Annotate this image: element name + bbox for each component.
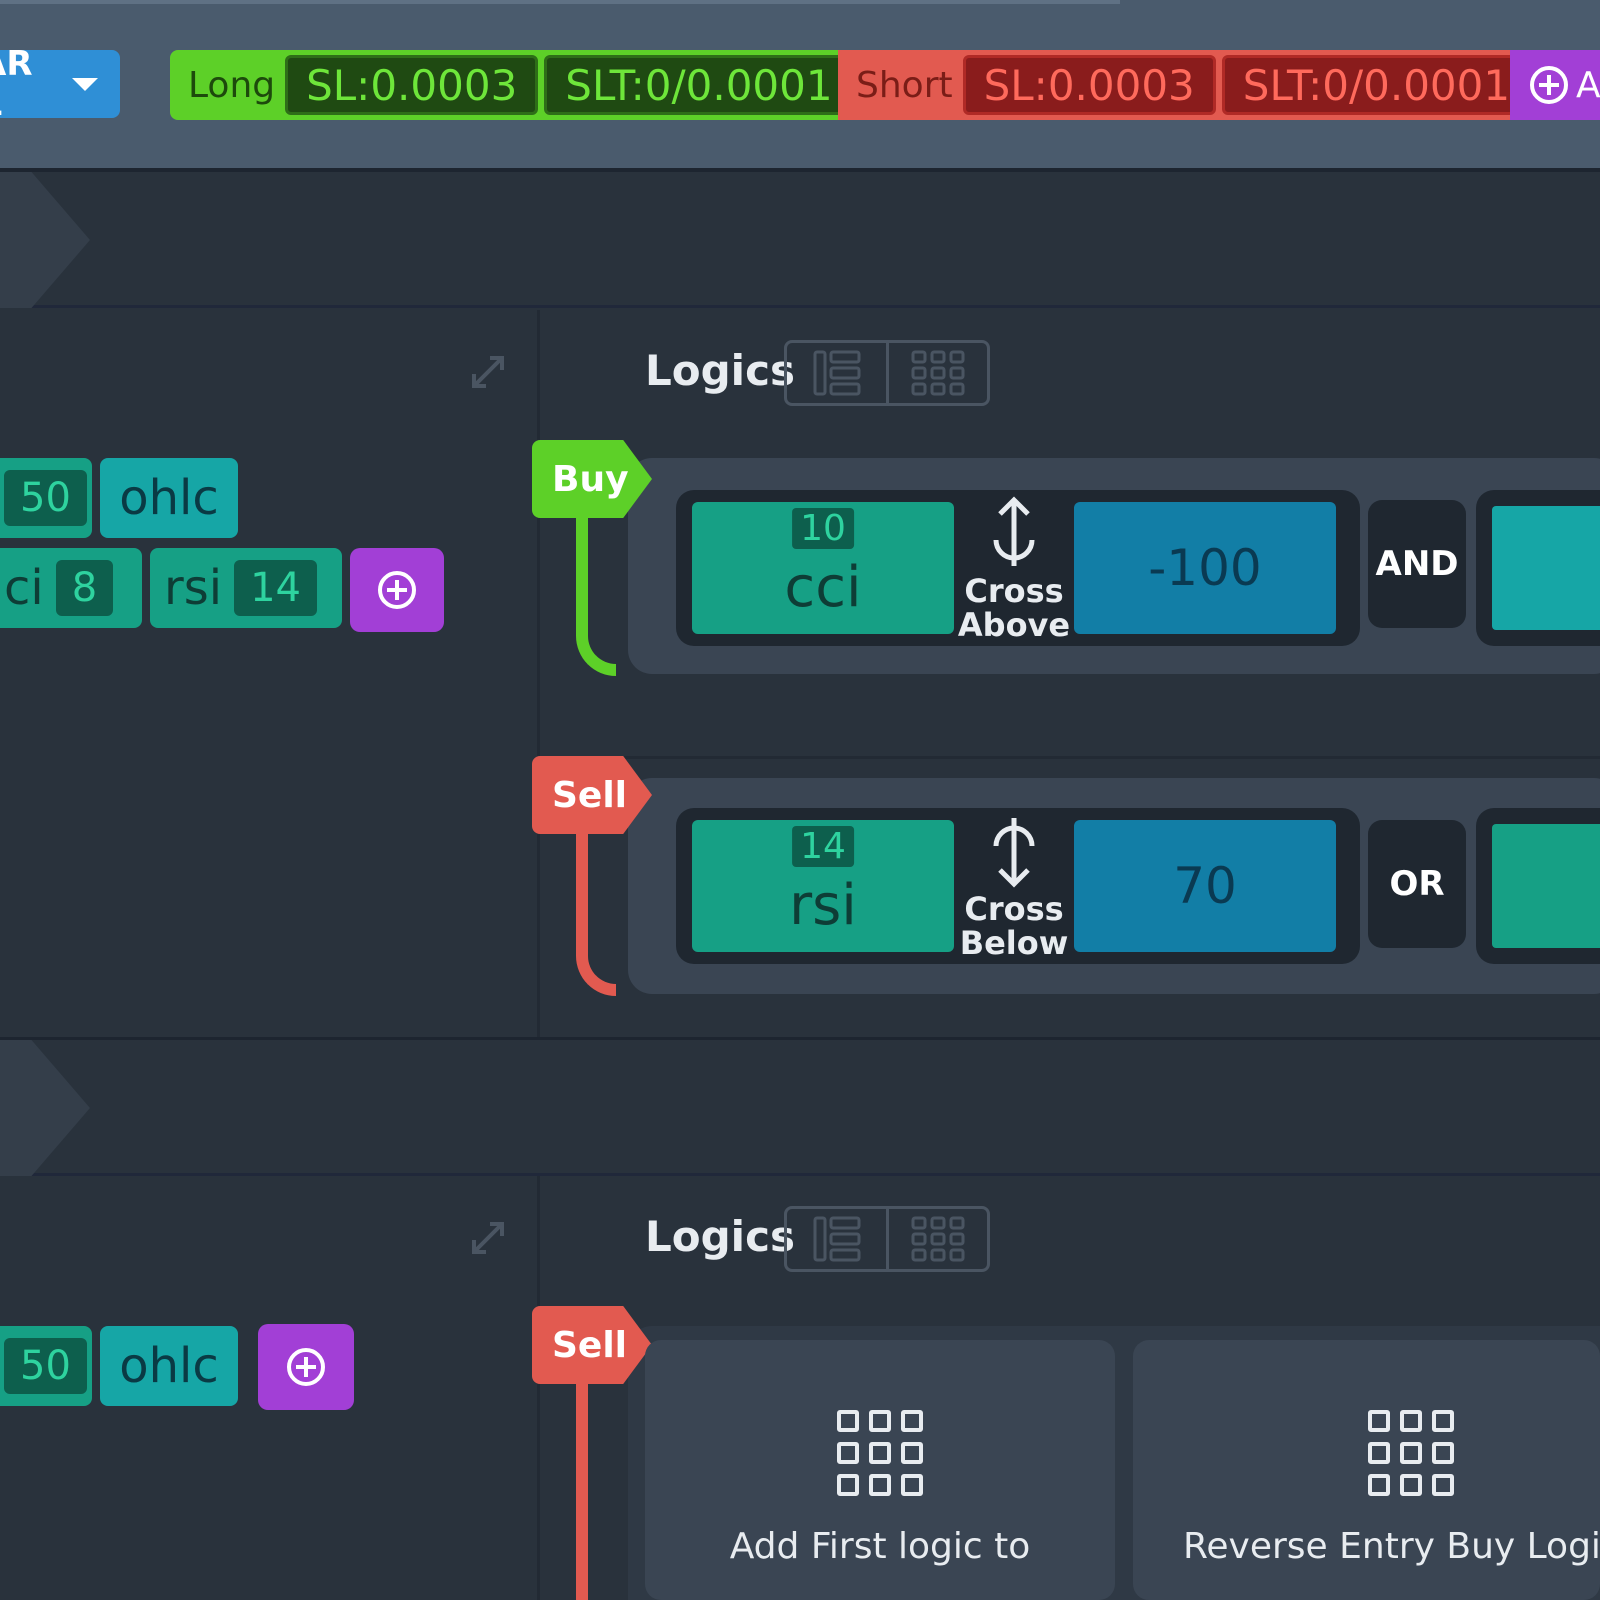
- long-stop-loss-button[interactable]: SL:0.0003: [285, 55, 539, 115]
- section-divider: [0, 1037, 1600, 1040]
- short-label: Short: [856, 64, 953, 106]
- indicator-period: 50: [4, 1338, 87, 1394]
- indicator-period-badge: 10: [792, 508, 854, 549]
- list-view-icon[interactable]: [787, 1209, 889, 1269]
- next-condition[interactable]: [1476, 490, 1600, 646]
- bar-dropdown-button[interactable]: AR 1: [0, 44, 120, 124]
- indicator-chip-ohlc[interactable]: ohlc: [100, 458, 238, 538]
- sell-rule-connector: [576, 1360, 588, 1600]
- section-header-band: [0, 1040, 1600, 1176]
- logics-view-toggle: [784, 1206, 990, 1272]
- operator-line-2: Below: [959, 924, 1069, 962]
- card-label: Reverse Entry Buy Logi: [1183, 1526, 1600, 1567]
- indicator-name: cci: [784, 555, 862, 620]
- expand-icon[interactable]: [468, 1218, 508, 1258]
- card-label: Add First logic to: [729, 1526, 1031, 1567]
- buy-condition: 10 cci Cross Above -100: [676, 490, 1360, 646]
- long-stop-loss-trailing-button[interactable]: SLT:0/0.0001: [544, 55, 854, 115]
- cross-above-operator[interactable]: Cross Above: [958, 494, 1070, 642]
- operator-line-1: Cross: [964, 572, 1064, 610]
- short-settings-group: Short SL:0.0003 SLT:0/0.0001: [838, 50, 1532, 120]
- condition-indicator-rsi[interactable]: 14 rsi: [692, 820, 954, 952]
- grid-icon: [837, 1410, 923, 1496]
- indicator-chip-ohlc[interactable]: ohlc: [100, 1326, 238, 1406]
- add-setting-button[interactable]: A: [1510, 50, 1600, 120]
- long-settings-group: Long SL:0.0003 SLT:0/0.0001: [170, 50, 854, 120]
- cross-below-icon: [993, 818, 1035, 888]
- short-stop-loss-trailing-button[interactable]: SLT:0/0.0001: [1221, 55, 1532, 115]
- sell-rule-connector: [576, 820, 616, 996]
- indicator-chip[interactable]: 50: [0, 1326, 92, 1406]
- or-conjunction[interactable]: OR: [1368, 820, 1466, 948]
- indicator-name: ohlc: [119, 1338, 219, 1394]
- expand-icon[interactable]: [468, 352, 508, 392]
- list-view-icon[interactable]: [787, 343, 889, 403]
- indicator-chip[interactable]: 50: [0, 458, 92, 538]
- grid-view-icon[interactable]: [889, 1209, 988, 1269]
- section-header-band: [0, 172, 1600, 308]
- grid-icon: [1368, 1410, 1454, 1496]
- caret-down-icon: [72, 77, 98, 91]
- plus-circle-icon: [378, 571, 416, 609]
- indicator-period: 14: [234, 560, 317, 616]
- grid-view-icon[interactable]: [889, 343, 988, 403]
- indicator-period: 50: [4, 470, 87, 526]
- indicator-name: rsi: [789, 873, 857, 938]
- short-stop-loss-button[interactable]: SL:0.0003: [962, 55, 1216, 115]
- indicators-panel: [0, 310, 540, 1040]
- buy-rule-connector: [576, 500, 616, 676]
- plus-circle-icon: [287, 1348, 325, 1386]
- sell-flag: Sell: [532, 1306, 652, 1384]
- buy-flag: Buy: [532, 440, 652, 518]
- reverse-entry-buy-logic-card[interactable]: Reverse Entry Buy Logi: [1133, 1340, 1600, 1600]
- rule-separator: [543, 756, 1600, 759]
- indicator-name: rsi: [164, 560, 223, 616]
- indicator-period-badge: 14: [792, 826, 854, 867]
- indicator-chip-rsi[interactable]: rsi 14: [150, 548, 342, 628]
- add-indicator-button[interactable]: [350, 548, 444, 632]
- cross-below-operator[interactable]: Cross Below: [960, 812, 1068, 960]
- sell-flag: Sell: [532, 756, 652, 834]
- bar-dropdown-label: AR 1: [0, 44, 33, 124]
- add-setting-label: A: [1576, 64, 1600, 106]
- next-condition[interactable]: [1476, 808, 1600, 964]
- add-first-logic-card[interactable]: Add First logic to: [645, 1340, 1115, 1600]
- indicator-name: ohlc: [119, 470, 219, 526]
- indicator-name: ci: [4, 560, 44, 616]
- operator-line-2: Above: [957, 606, 1071, 644]
- indicator-chip-cci[interactable]: ci 8: [0, 548, 142, 628]
- operator-line-1: Cross: [964, 890, 1064, 928]
- sell-condition: 14 rsi Cross Below 70: [676, 808, 1360, 964]
- logics-title: Logics: [645, 346, 795, 395]
- logics-view-toggle: [784, 340, 990, 406]
- cross-above-icon: [993, 496, 1035, 566]
- add-indicator-button[interactable]: [258, 1324, 354, 1410]
- plus-circle-icon: [1530, 66, 1568, 104]
- condition-indicator-cci[interactable]: 10 cci: [692, 502, 954, 634]
- long-label: Long: [188, 64, 276, 106]
- indicator-period: 8: [55, 560, 114, 616]
- condition-value[interactable]: 70: [1074, 820, 1336, 952]
- and-conjunction[interactable]: AND: [1368, 500, 1466, 628]
- condition-value[interactable]: -100: [1074, 502, 1336, 634]
- toolbar-divider: [0, 0, 1120, 4]
- logics-title: Logics: [645, 1212, 795, 1261]
